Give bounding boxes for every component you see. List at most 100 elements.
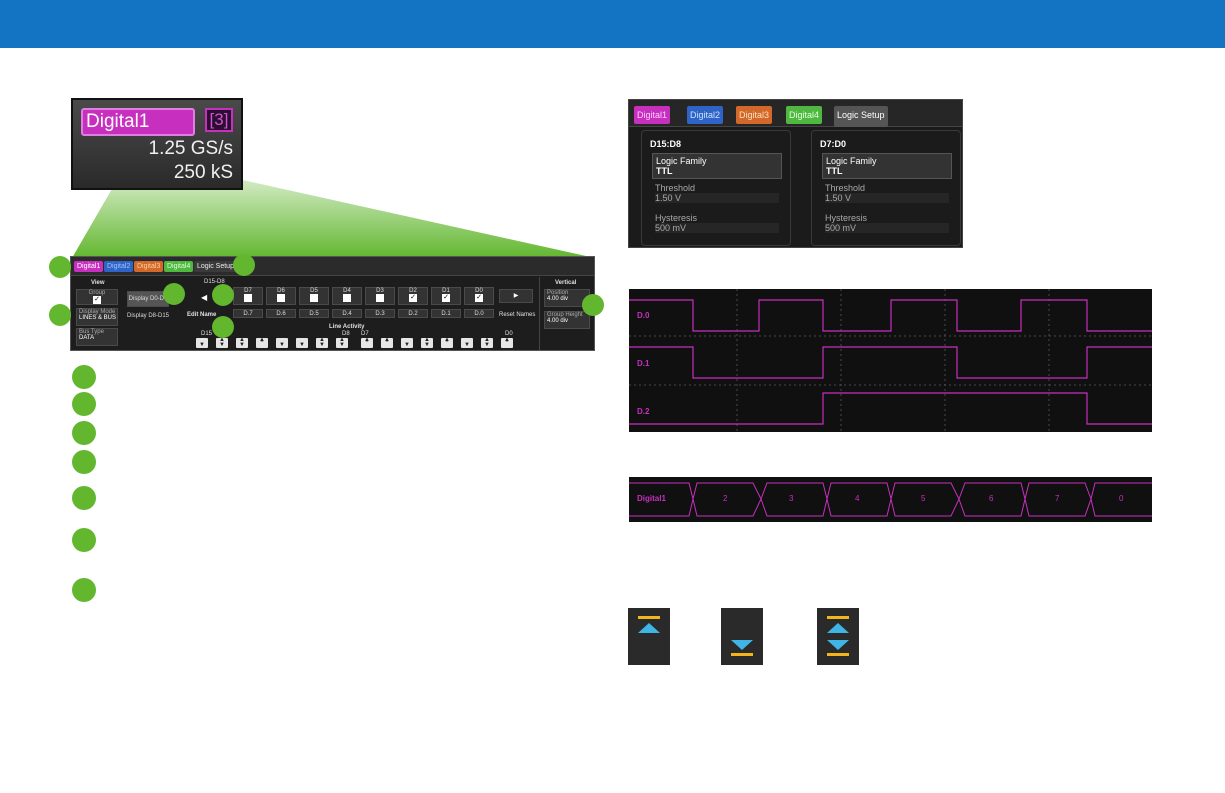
digital-bus-waveform: Digital1 2 3 4 5 6 7 0	[629, 477, 1152, 522]
legend-dot	[72, 486, 96, 510]
group-height-field[interactable]: Group Height 4.00 div	[544, 311, 590, 329]
line-d0-name[interactable]: D.0	[464, 309, 494, 318]
activity-low-icon: ‾▼	[276, 337, 288, 348]
activity-low-icon: ‾▼	[196, 337, 208, 348]
waveform-label-d2: D.2	[637, 407, 650, 416]
line-d3-name[interactable]: D.3	[365, 309, 395, 318]
group-checkbox[interactable]: ✓	[93, 296, 101, 304]
display-d0-d7-button[interactable]: Display D0-D7	[127, 291, 169, 307]
line-checkbox[interactable]	[310, 294, 318, 302]
logic-family-select[interactable]: Logic Family TTL	[652, 153, 782, 179]
line-checkbox[interactable]	[343, 294, 351, 302]
line-d3-toggle[interactable]: D3	[365, 287, 395, 305]
group-toggle[interactable]: Group ✓	[76, 289, 118, 305]
activity-label-d0: D0	[505, 331, 513, 337]
group-height-value: 4.00 div	[547, 318, 569, 324]
vertical-panel: Vertical Position 4.00 div Group Height …	[539, 277, 594, 350]
line-d2-name[interactable]: D.2	[398, 309, 428, 318]
vertical-position-field[interactable]: Position 4.00 div	[544, 289, 590, 307]
line-checkbox[interactable]: ✓	[475, 294, 483, 302]
tab-logic-setup[interactable]: Logic Setup	[194, 261, 237, 272]
legend-dot	[72, 450, 96, 474]
line-range-label: D15-D8	[204, 279, 225, 285]
display-mode-value: LINES & BUS	[79, 315, 117, 321]
logic-tab-digital2[interactable]: Digital2	[687, 106, 724, 124]
line-checkbox[interactable]	[277, 294, 285, 302]
logic-tab-digital3[interactable]: Digital3	[736, 106, 773, 124]
hysteresis-value: 500 mV	[655, 223, 779, 233]
line-d6-name[interactable]: D.6	[266, 309, 296, 318]
logic-family-label: Logic Family	[656, 156, 707, 166]
threshold-field[interactable]: Threshold 1.50 V	[822, 181, 952, 207]
line-activity-title: Line Activity	[329, 324, 365, 330]
line-checkbox[interactable]: ✓	[442, 294, 450, 302]
digital1-badge-title: Digital1	[81, 108, 195, 136]
group-label: Group	[88, 290, 106, 296]
bus-value: 4	[855, 494, 860, 503]
threshold-field[interactable]: Threshold 1.50 V	[652, 181, 782, 207]
activity-high-icon: ▲‾	[361, 337, 373, 348]
line-head: D3	[376, 288, 384, 294]
digital1-descriptor-box[interactable]: Digital1 [3] 1.25 GS/s 250 kS	[71, 98, 243, 190]
logic-tab-digital1[interactable]: Digital1	[634, 106, 671, 124]
bus-value: 7	[1055, 494, 1060, 503]
bus-label: Digital1	[637, 494, 666, 503]
activity-toggle-icon: ▲▼	[216, 337, 228, 348]
activity-toggle-icon: ▲▼	[336, 337, 348, 348]
line-d5-toggle[interactable]: D5	[299, 287, 329, 305]
threshold-value: 1.50 V	[825, 193, 949, 203]
activity-label-d7: D7	[361, 331, 369, 337]
line-d1-name[interactable]: D.1	[431, 309, 461, 318]
digital-lines-waveform: D.0 D.1 D.2	[629, 289, 1152, 432]
line-head: D5	[310, 288, 318, 294]
line-high-icon	[628, 608, 670, 665]
scroll-left-arrow-icon[interactable]: ◀	[201, 293, 208, 302]
line-low-icon	[721, 608, 763, 665]
line-head: D2	[409, 288, 417, 294]
reset-names-button[interactable]: Reset Names	[499, 312, 536, 318]
line-d2-toggle[interactable]: D2✓	[398, 287, 428, 305]
activity-high-icon: ▲‾	[501, 337, 513, 348]
activity-low-icon: ‾▼	[461, 337, 473, 348]
line-checkbox[interactable]	[376, 294, 384, 302]
bus-value: 3	[789, 494, 794, 503]
tab-digital2[interactable]: Digital2	[104, 261, 134, 272]
bus-type-select[interactable]: Bus Type DATA	[76, 328, 118, 346]
line-d5-name[interactable]: D.5	[299, 309, 329, 318]
threshold-value: 1.50 V	[655, 193, 779, 203]
bus-svg	[629, 482, 1152, 517]
legend-dot	[72, 421, 96, 445]
line-d7-toggle[interactable]: D7	[233, 287, 263, 305]
display-mode-select[interactable]: Display Mode LINES & BUS	[76, 308, 118, 326]
line-d4-toggle[interactable]: D4	[332, 287, 362, 305]
logic-family-select[interactable]: Logic Family TTL	[822, 153, 952, 179]
line-d7-name[interactable]: D.7	[233, 309, 263, 318]
tab-digital3[interactable]: Digital3	[134, 261, 164, 272]
hysteresis-field[interactable]: Hysteresis 500 mV	[652, 211, 782, 237]
vertical-heading: Vertical	[555, 280, 577, 286]
line-d0-toggle[interactable]: D0✓	[464, 287, 494, 305]
hysteresis-field[interactable]: Hysteresis 500 mV	[822, 211, 952, 237]
tab-digital1[interactable]: Digital1	[74, 261, 104, 272]
logic-tab-digital4[interactable]: Digital4	[786, 106, 823, 124]
logic-tab-logic-setup[interactable]: Logic Setup	[834, 106, 888, 127]
bus-type-label: Bus Type	[79, 329, 104, 335]
logic-group-title: D7:D0	[820, 139, 847, 149]
tab-digital4[interactable]: Digital4	[164, 261, 194, 272]
line-head: D6	[277, 288, 285, 294]
line-d6-toggle[interactable]: D6	[266, 287, 296, 305]
line-d1-toggle[interactable]: D1✓	[431, 287, 461, 305]
hysteresis-label: Hysteresis	[825, 213, 868, 223]
bus-value: 2	[723, 494, 728, 503]
line-checkbox[interactable]: ✓	[409, 294, 417, 302]
activity-low-icon: ‾▼	[401, 337, 413, 348]
line-d4-name[interactable]: D.4	[332, 309, 362, 318]
activity-low-icon: ‾▼	[296, 337, 308, 348]
logic-family-value: TTL	[826, 166, 843, 176]
line-checkbox[interactable]	[244, 294, 252, 302]
activity-high-icon: ▲‾	[381, 337, 393, 348]
scroll-right-arrow-icon[interactable]: ▶	[499, 289, 533, 303]
display-d8-d15-button[interactable]: Display D8-D15	[127, 310, 169, 324]
callout-dot	[49, 304, 71, 326]
logic-group-d7-d0: D7:D0 Logic Family TTL Threshold 1.50 V …	[811, 130, 961, 246]
